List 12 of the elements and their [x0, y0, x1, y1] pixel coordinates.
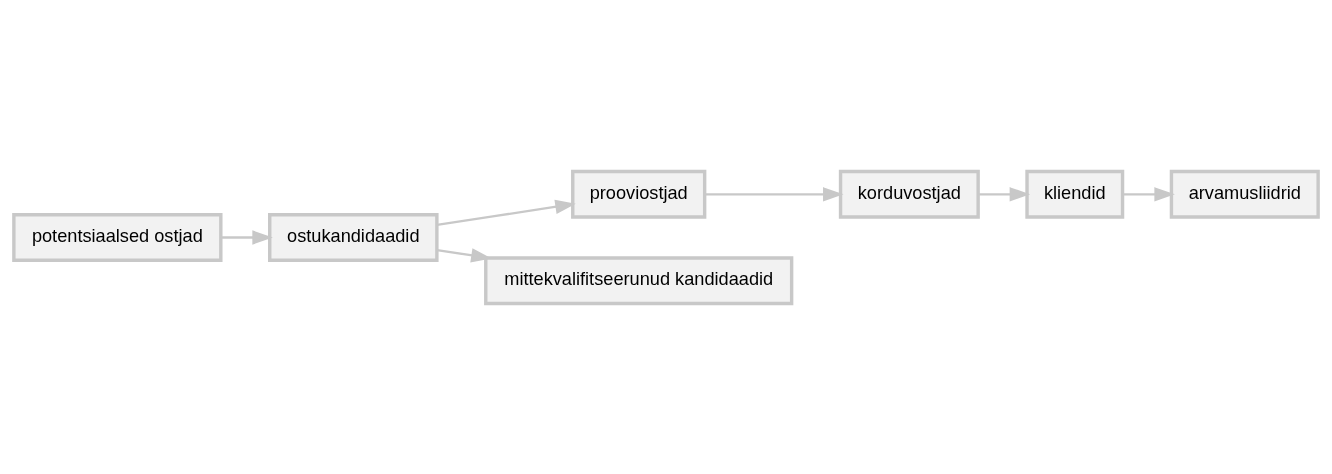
node-box: ostukandidaadid — [268, 212, 439, 262]
arrow — [221, 229, 273, 245]
arrow — [436, 199, 576, 226]
node-box: potentsiaalsed ostjad — [12, 212, 223, 262]
node-box: korduvostjad — [838, 169, 980, 219]
node-box: arvamusliidrid — [1169, 169, 1320, 219]
node-box: kliendid — [1025, 169, 1125, 219]
node-box: prooviostjad — [571, 169, 707, 219]
arrow — [704, 186, 844, 201]
node-box: mittekvalifitseerunud kandidaadid — [484, 255, 794, 305]
arrow — [978, 186, 1031, 201]
arrow — [1122, 186, 1175, 201]
